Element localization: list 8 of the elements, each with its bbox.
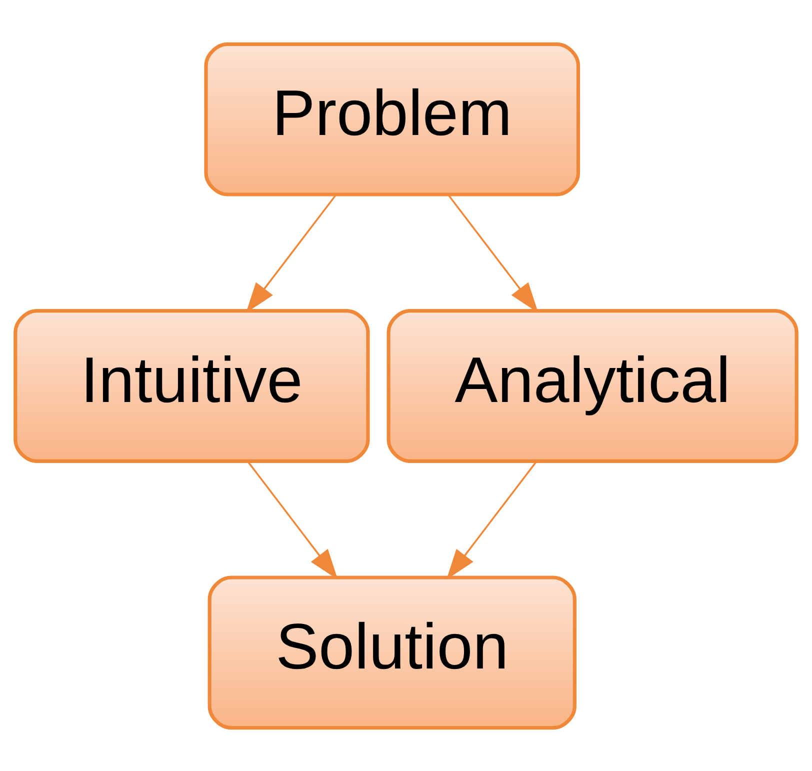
arrow (446, 460, 537, 580)
arrow (448, 194, 538, 312)
node-box: Solution (208, 575, 576, 730)
node-box: Intuitive (14, 308, 370, 462)
arrow (247, 460, 338, 580)
node-box: Analytical (386, 308, 798, 462)
arrow (246, 194, 336, 312)
node-box: Problem (204, 42, 580, 196)
